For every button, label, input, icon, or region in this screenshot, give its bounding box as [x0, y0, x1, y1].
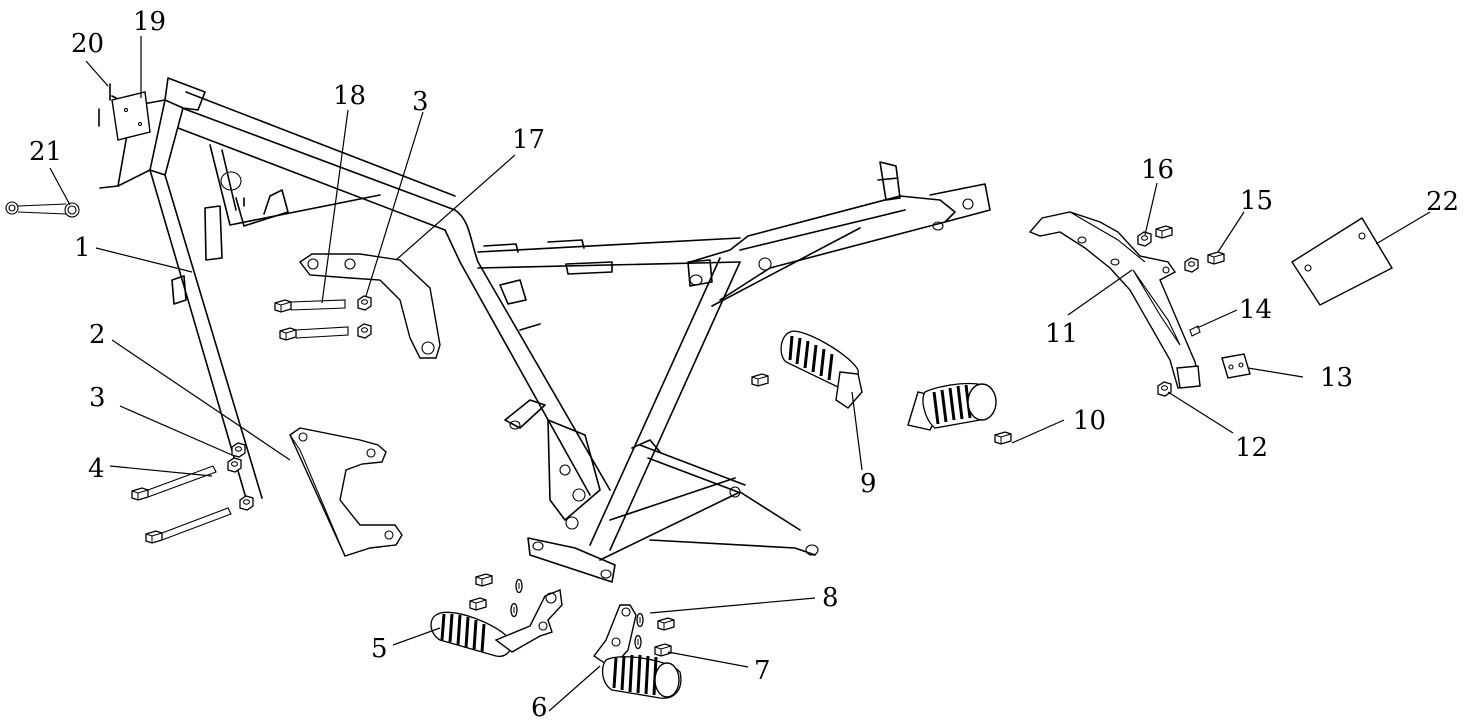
callout-8: 8 [822, 583, 839, 613]
leader-lines [49, 36, 1431, 712]
callout-3: 3 [89, 383, 106, 413]
bolts-and-nuts [131, 295, 372, 544]
callout-12: 12 [1235, 433, 1268, 463]
callout-18: 18 [333, 81, 366, 111]
engine-bracket-tube [298, 253, 441, 359]
rear-bracket [1028, 211, 1251, 397]
callout-17: 17 [512, 125, 545, 155]
callout-5: 5 [371, 634, 388, 664]
callout-4: 4 [88, 454, 105, 484]
front-footrest-left [430, 573, 563, 657]
callout-13: 13 [1320, 363, 1353, 393]
rear-footrest-left [907, 382, 1012, 445]
callout-9: 9 [860, 469, 877, 499]
callout-22: 22 [1426, 187, 1459, 217]
callout-10: 10 [1073, 406, 1106, 436]
callout-21: 21 [29, 137, 62, 167]
callout-6: 6 [531, 693, 548, 720]
main-frame [99, 77, 991, 583]
rear-footrest-right [751, 330, 863, 409]
callout-1: 1 [74, 233, 91, 263]
callout-2: 2 [89, 320, 106, 350]
callout-20: 20 [71, 29, 104, 59]
cover-plate [1291, 217, 1393, 306]
callout-labels: 1 2 3 3 4 5 6 7 8 9 10 11 12 13 14 15 16… [29, 7, 1459, 720]
callout-15: 15 [1240, 186, 1273, 216]
callout-19: 19 [133, 7, 166, 37]
front-footrest-right [592, 604, 682, 699]
engine-mount-plate [289, 427, 403, 557]
vin-plate-and-rivets [98, 83, 151, 141]
callout-14: 14 [1239, 295, 1272, 325]
callout-7: 7 [754, 656, 771, 686]
callout-11: 11 [1045, 319, 1078, 349]
callout-16: 16 [1141, 155, 1174, 185]
spring [5, 201, 80, 218]
callout-3: 3 [412, 87, 429, 117]
